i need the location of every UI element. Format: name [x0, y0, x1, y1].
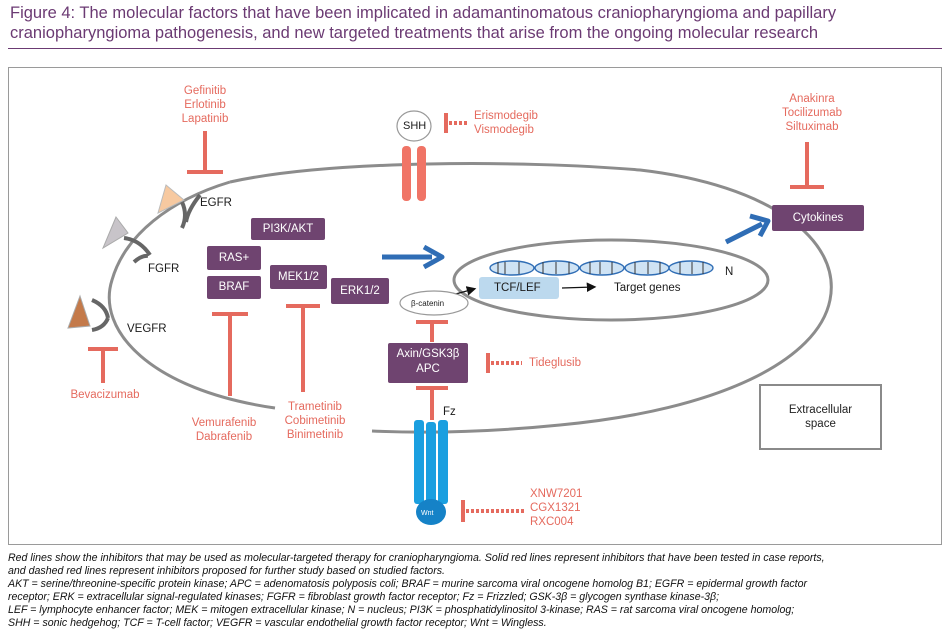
wnt-ligand: [416, 499, 446, 525]
shh-drugs: Erismodegib Vismodegib: [474, 109, 538, 137]
drug-dabrafenib: Dabrafenib: [195, 431, 253, 443]
inhibitor-bars-dashed: [444, 113, 524, 522]
drug-cobimetinib: Cobimetinib: [284, 415, 346, 427]
drug-bevacizumab: Bevacizumab: [70, 389, 140, 401]
drug-gefinitib: Gefinitib: [183, 85, 227, 97]
braf-box: BRAF: [207, 276, 261, 299]
mek-drugs: Trametinib Cobimetinib Binimetinib: [275, 400, 355, 442]
drug-trametinib: Trametinib: [288, 401, 342, 413]
mek-box: MEK1/2: [270, 265, 327, 289]
egfr-drugs: Gefinitib Erlotinib Lapatinib: [160, 84, 250, 126]
caption-line-6: SHH = sonic hedgehog; TCF = T-cell facto…: [8, 617, 547, 630]
nucleus-membrane: [452, 238, 770, 322]
vegfr-drugs: Bevacizumab: [63, 388, 147, 402]
shh-label: SHH: [403, 120, 427, 132]
ras-box: RAS+: [207, 246, 261, 270]
drug-siltuximab: Siltuximab: [785, 121, 839, 133]
figure-caption: Red lines show the inhibitors that may b…: [8, 552, 944, 631]
drug-erlotinib: Erlotinib: [184, 99, 226, 111]
cell-membrane: [107, 180, 276, 410]
axin-gsk3-label: Axin/GSK3β: [396, 348, 460, 360]
drug-vemurafenib: Vemurafenib: [191, 417, 257, 429]
wnt-drugs: XNW7201 CGX1321 RXC004: [530, 487, 582, 529]
egfr-label: EGFR: [200, 197, 232, 209]
drug-tideglusib: Tideglusib: [529, 357, 581, 369]
nucleus-label: N: [725, 266, 734, 278]
axin-gsk3-apc-box: Axin/GSK3β APC: [388, 343, 468, 383]
shh-receptor-left: [402, 146, 411, 201]
cytokine-drugs: Anakinra Tocilizumab Siltuximab: [762, 92, 862, 134]
beta-catenin-shape: [399, 290, 469, 316]
beta-catenin-label: β-catenin: [411, 299, 445, 308]
caption-line-4: receptor; ERK = extracellular signal-reg…: [8, 591, 720, 604]
drug-xnw7201: XNW7201: [530, 488, 583, 500]
fz-receptor-2: [426, 422, 436, 504]
extracellular-line2: space: [805, 418, 836, 430]
fz-receptor-1: [414, 420, 424, 504]
drug-anakinra: Anakinra: [789, 93, 835, 105]
extracellular-line1: Extracellular: [788, 404, 853, 416]
shh-ligand: [396, 110, 432, 142]
braf-drugs: Vemurafenib Dabrafenib: [181, 416, 267, 444]
gsk3-drugs: Tideglusib: [529, 356, 581, 370]
wnt-label: Wnt: [421, 510, 434, 517]
drug-lapatinib: Lapatinib: [181, 113, 229, 125]
caption-line-3: AKT = serine/threonine-specific protein …: [8, 578, 808, 591]
extracellular-space-box: Extracellular space: [759, 384, 882, 450]
cytokines-box: Cytokines: [772, 205, 864, 231]
drug-tocilizumab: Tocilizumab: [781, 107, 843, 119]
drug-vismodegib: Vismodegib: [474, 124, 534, 136]
caption-line-5: LEF = lymphocyte enhancer factor; MEK = …: [8, 604, 795, 617]
target-genes-label: Target genes: [614, 282, 681, 294]
drug-rxc004: RXC004: [530, 516, 574, 528]
fgfr-receptor: [101, 216, 152, 264]
vegfr-label: VEGFR: [127, 323, 167, 335]
tcf-lef-shape: [479, 277, 559, 299]
tcf-lef-label: TCF/LEF: [494, 282, 541, 294]
drug-binimetinib: Binimetinib: [286, 429, 344, 441]
shh-receptor-right: [417, 146, 426, 201]
title-rule: [8, 48, 942, 49]
fz-label: Fz: [443, 406, 456, 418]
apc-label: APC: [416, 363, 440, 375]
caption-line-1: Red lines show the inhibitors that may b…: [8, 552, 825, 564]
drug-cgx1321: CGX1321: [530, 502, 581, 514]
vegfr-receptor: [67, 294, 110, 332]
egfr-receptor: [157, 184, 202, 229]
arrow-to-cytokines: [724, 221, 764, 245]
figure-title: Figure 4: The molecular factors that hav…: [10, 4, 837, 42]
caption-line-2: and dashed red lines represent inhibitor…: [8, 565, 445, 578]
diagram-frame: [8, 67, 942, 545]
arrow-tcf-to-genes: [561, 282, 597, 293]
erk-box: ERK1/2: [331, 278, 389, 304]
cell-membrane-top: [229, 162, 833, 434]
drug-erismodegib: Erismodegib: [474, 110, 538, 122]
pi3k-akt-box: PI3K/AKT: [251, 218, 325, 240]
fz-receptor-3: [438, 420, 448, 504]
fgfr-label: FGFR: [148, 263, 180, 275]
inhibitor-bars-solid: [88, 131, 824, 420]
